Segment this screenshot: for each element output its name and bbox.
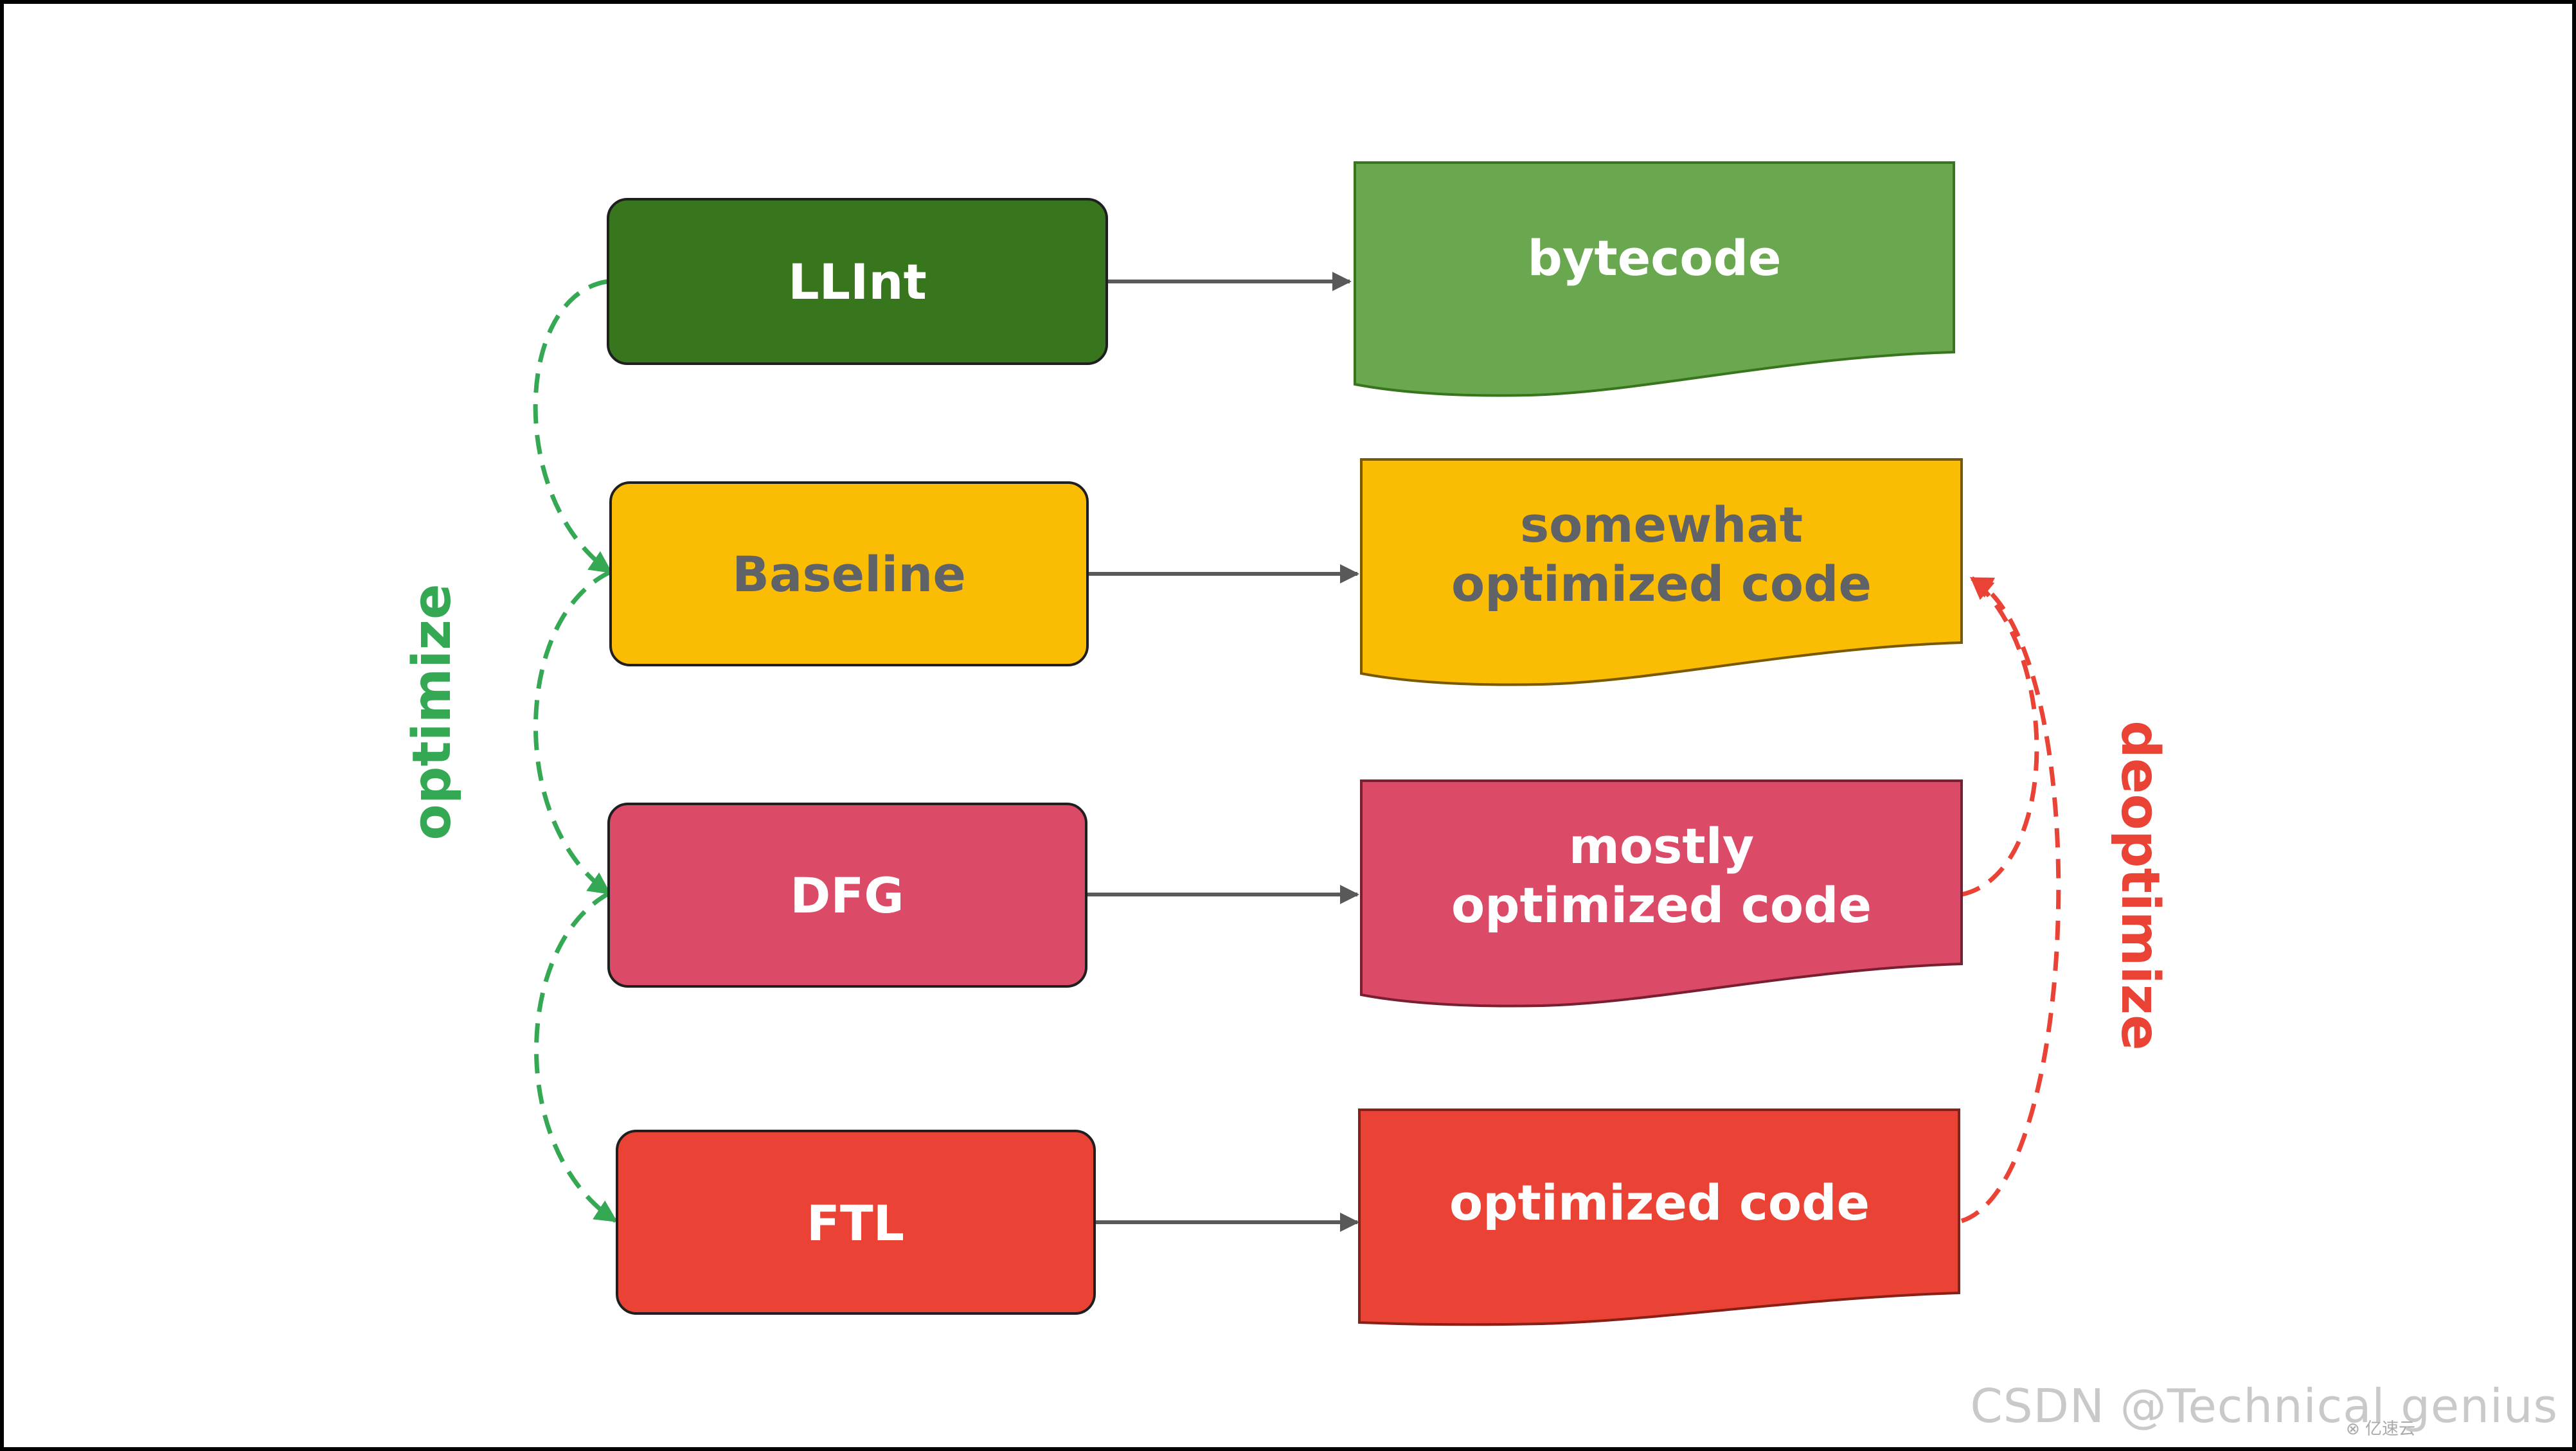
optimize-label: optimize bbox=[402, 583, 463, 840]
output-bytecode: bytecode bbox=[1354, 161, 1955, 397]
engine-ftl-label: FTL bbox=[807, 1195, 904, 1252]
engine-llint-box bbox=[607, 198, 1108, 365]
optimize-arc-dfg-ftl bbox=[534, 891, 618, 1223]
engine-baseline-label: Baseline bbox=[732, 546, 966, 603]
deoptimize-arc-ftl bbox=[1960, 576, 2061, 1224]
engine-dfg-box bbox=[607, 803, 1087, 988]
output-bytecode-line1: bytecode bbox=[1527, 229, 1781, 287]
output-somewhat-line1: somewhat bbox=[1520, 496, 1803, 553]
engine-baseline: Baseline bbox=[609, 481, 1089, 666]
engine-dfg: DFG bbox=[607, 803, 1087, 988]
optimize-connectors bbox=[533, 279, 618, 1223]
deoptimize-arc-dfg bbox=[1961, 576, 2039, 897]
engine-baseline-box bbox=[609, 481, 1089, 666]
output-somewhat-shape bbox=[1360, 458, 1963, 686]
output-mostly-line2: optimized code bbox=[1451, 877, 1872, 934]
deoptimize-label: deoptimize bbox=[2109, 720, 2170, 1051]
output-mostly: mostly optimized code bbox=[1360, 779, 1963, 1008]
engine-dfg-label: DFG bbox=[790, 867, 904, 924]
watermark-small: ⊗ 亿速云 bbox=[2345, 1420, 2415, 1439]
deoptimize-connectors bbox=[1960, 576, 2061, 1224]
output-mostly-line1: mostly bbox=[1569, 817, 1755, 875]
engine-llint: LLInt bbox=[607, 198, 1108, 365]
output-somewhat-line2: optimized code bbox=[1451, 555, 1872, 612]
compile-arrows bbox=[1086, 272, 1359, 1232]
output-bytecode-shape bbox=[1354, 161, 1955, 397]
output-mostly-shape bbox=[1360, 779, 1963, 1008]
output-optimized-shape bbox=[1358, 1108, 1960, 1326]
output-optimized-line1: optimized code bbox=[1449, 1174, 1870, 1231]
output-optimized: optimized code bbox=[1358, 1108, 1960, 1326]
engine-ftl-box bbox=[616, 1130, 1096, 1315]
engine-ftl: FTL bbox=[616, 1130, 1096, 1315]
optimize-arc-baseline-dfg bbox=[533, 569, 612, 895]
output-somewhat: somewhat optimized code bbox=[1360, 458, 1963, 686]
engine-llint-label: LLInt bbox=[788, 253, 927, 310]
optimize-arc-llint-baseline bbox=[533, 279, 613, 574]
csdn-watermark: CSDN @Technical genius bbox=[1970, 1379, 2558, 1433]
